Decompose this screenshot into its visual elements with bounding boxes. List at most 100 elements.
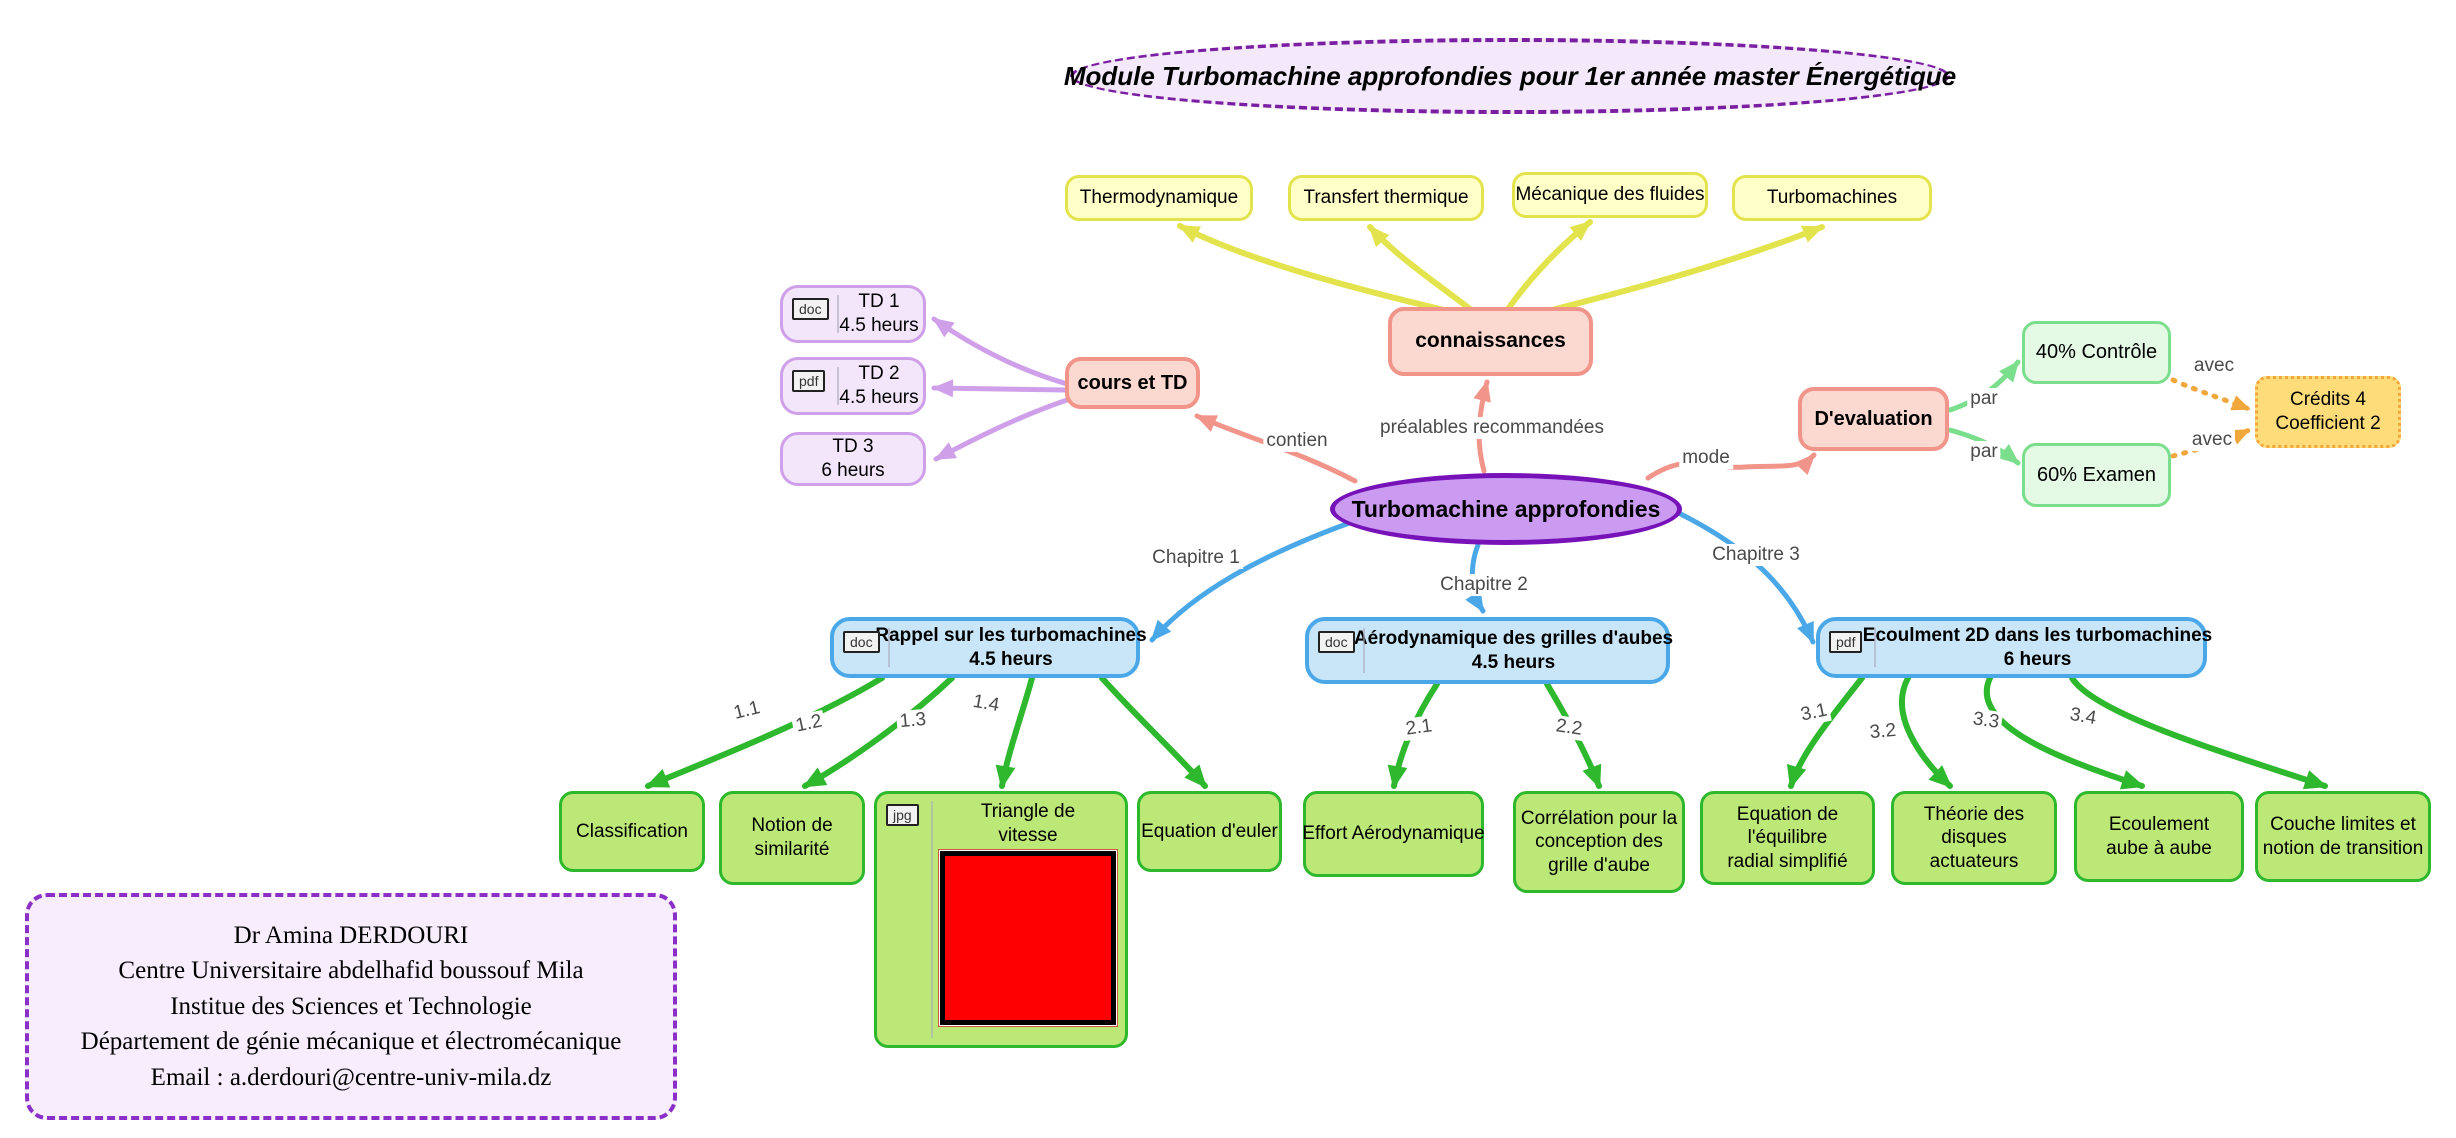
node-chapter2-aerodynamique[interactable]: doc Aérodynamique des grilles d'aubes 4.… bbox=[1305, 617, 1674, 684]
node-label: Transfert thermique bbox=[1303, 187, 1469, 209]
edge-label-avec-2: avec bbox=[2188, 429, 2236, 451]
edge-cours-td1 bbox=[931, 316, 1070, 387]
doc-file-icon: doc bbox=[792, 298, 829, 321]
badge-separator bbox=[837, 295, 839, 333]
node-label: 60% Examen bbox=[2037, 463, 2156, 486]
node-turbomachines[interactable]: Turbomachines bbox=[1732, 175, 1932, 221]
node-40-controle[interactable]: 40% Contrôle bbox=[2022, 321, 2171, 384]
node-label: Crédits 4 Coefficient 2 bbox=[2275, 389, 2381, 434]
edge-root-chapter3 bbox=[1659, 502, 1816, 645]
node-label: TD 2 4.5 heurs bbox=[839, 363, 919, 408]
edge-label-3-2: 3.2 bbox=[1865, 719, 1901, 745]
module-title-node[interactable]: Module Turbomachine approfondies pour 1e… bbox=[1064, 38, 1956, 114]
author-info-text: Dr Amina DERDOURI Centre Universitaire a… bbox=[80, 921, 622, 1091]
node-label: Equation de l'équilibre radial simplifié bbox=[1727, 803, 1848, 872]
edge-label-2-2: 2.2 bbox=[1551, 714, 1587, 742]
edge-label-contien: contien bbox=[1263, 430, 1331, 452]
node-label: TD 3 6 heurs bbox=[821, 436, 885, 481]
node-chapter3-ecoulment-2d[interactable]: pdf Ecoulment 2D dans les turbomachines … bbox=[1816, 617, 2212, 678]
edge-label-mode: mode bbox=[1679, 447, 1733, 469]
badge-separator bbox=[888, 628, 890, 667]
velocity-triangle-image[interactable] bbox=[940, 851, 1116, 1026]
edge-label-avec-1: avec bbox=[2190, 355, 2238, 377]
edge-cours-td3 bbox=[933, 397, 1070, 462]
badge-separator bbox=[931, 801, 933, 1038]
node-label: Turbomachine approfondies bbox=[1351, 495, 1661, 522]
badge-separator bbox=[1874, 628, 1876, 667]
edge-ch3-theorie bbox=[1899, 675, 1953, 789]
node-effort-aerodynamique[interactable]: Effort Aérodynamique bbox=[1302, 791, 1485, 877]
edge-connaissances-thermodynamique bbox=[1177, 223, 1455, 315]
edge-ch3-equilibre bbox=[1786, 675, 1865, 789]
node-classification[interactable]: Classification bbox=[559, 791, 705, 872]
edge-connaissances-transfert bbox=[1367, 224, 1473, 312]
edge-label-3-3: 3.3 bbox=[1968, 707, 2004, 735]
edge-label-par-1: par bbox=[1967, 388, 2001, 410]
edge-cours-td2 bbox=[931, 379, 1068, 398]
node-label: Ecoulment 2D dans les turbomachines 6 he… bbox=[1862, 624, 2213, 670]
node-credits-coefficient[interactable]: Crédits 4 Coefficient 2 bbox=[2255, 376, 2401, 448]
node-label: Equation d'euler bbox=[1141, 820, 1278, 842]
author-info-box: Dr Amina DERDOURI Centre Universitaire a… bbox=[25, 893, 677, 1120]
node-theorie-disques-actuateurs[interactable]: Théorie des disques actuateurs bbox=[1891, 791, 2057, 885]
node-thermodynamique[interactable]: Thermodynamique bbox=[1065, 175, 1253, 221]
node-ecoulement-aube-a-aube[interactable]: Ecoulement aube à aube bbox=[2074, 791, 2244, 882]
node-label: TD 1 4.5 heurs bbox=[839, 291, 919, 336]
node-correlation-conception[interactable]: Corrélation pour la conception des grill… bbox=[1513, 791, 1685, 893]
edge-connaissances-mecanique bbox=[1505, 219, 1593, 312]
doc-file-icon: doc bbox=[1318, 631, 1355, 654]
edge-ch3-couche bbox=[2069, 675, 2328, 790]
node-devaluation[interactable]: D'evaluation bbox=[1798, 387, 1949, 451]
edge-ch1-triangle bbox=[995, 675, 1035, 789]
node-label: Turbomachines bbox=[1766, 187, 1898, 209]
node-notion-de-similarite[interactable]: Notion de similarité bbox=[719, 791, 865, 885]
node-td-1[interactable]: doc TD 1 4.5 heurs bbox=[780, 285, 926, 343]
jpg-file-icon: jpg bbox=[886, 804, 919, 827]
badge-separator bbox=[837, 367, 839, 405]
edge-label-chapitre-2: Chapitre 2 bbox=[1437, 574, 1531, 596]
node-td-3[interactable]: TD 3 6 heurs bbox=[780, 432, 926, 486]
edge-root-devaluation bbox=[1645, 452, 1817, 481]
badge-separator bbox=[1363, 628, 1365, 673]
node-label: Classification bbox=[576, 820, 688, 842]
node-couche-limites[interactable]: Couche limites et notion de transition bbox=[2255, 791, 2431, 882]
edge-controle-credits bbox=[2170, 377, 2252, 412]
node-chapter1-rappel[interactable]: doc Rappel sur les turbomachines 4.5 heu… bbox=[830, 617, 1147, 678]
edge-label-2-1: 2.1 bbox=[1401, 714, 1437, 742]
node-root-turbomachine-approfondies[interactable]: Turbomachine approfondies bbox=[1330, 473, 1682, 545]
node-label: connaissances bbox=[1415, 329, 1566, 353]
node-60-examen[interactable]: 60% Examen bbox=[2022, 443, 2171, 507]
pdf-file-icon: pdf bbox=[792, 370, 826, 393]
edge-label-chapitre-1: Chapitre 1 bbox=[1149, 547, 1243, 569]
node-mecanique-des-fluides[interactable]: Mécanique des fluides bbox=[1512, 172, 1708, 218]
node-transfert-thermique[interactable]: Transfert thermique bbox=[1288, 175, 1484, 221]
node-label: Corrélation pour la conception des grill… bbox=[1520, 807, 1678, 876]
node-label: Effort Aérodynamique bbox=[1302, 823, 1485, 845]
node-connaissances[interactable]: connaissances bbox=[1388, 307, 1593, 376]
module-title-label: Module Turbomachine approfondies pour 1e… bbox=[1063, 60, 1957, 91]
node-label: Couche limites et notion de transition bbox=[2262, 813, 2424, 859]
edge-ch1-notion bbox=[802, 675, 955, 789]
node-cours-et-td[interactable]: cours et TD bbox=[1065, 357, 1200, 409]
node-label: Mécanique des fluides bbox=[1515, 184, 1705, 206]
edge-label-1-3: 1.3 bbox=[895, 708, 931, 734]
edge-label-prealables: préalables recommandées bbox=[1377, 417, 1607, 439]
node-label: 40% Contrôle bbox=[2035, 341, 2158, 364]
node-td-2[interactable]: pdf TD 2 4.5 heurs bbox=[780, 357, 926, 415]
node-label: D'evaluation bbox=[1814, 407, 1933, 430]
edge-ch3-aube bbox=[1983, 675, 2145, 790]
node-label: Thermodynamique bbox=[1079, 187, 1239, 209]
edge-connaissances-turbomachines bbox=[1537, 224, 1825, 316]
edge-ch1-euler bbox=[1099, 675, 1208, 789]
edge-label-par-2: par bbox=[1967, 441, 2001, 463]
node-label: Aérodynamique des grilles d'aubes 4.5 he… bbox=[1353, 627, 1674, 673]
node-label: Ecoulement aube à aube bbox=[2106, 813, 2212, 859]
node-triangle-de-vitesse[interactable]: jpg Triangle de vitesse bbox=[874, 791, 1128, 1048]
node-equation-equilibre-radial[interactable]: Equation de l'équilibre radial simplifié bbox=[1700, 791, 1875, 885]
node-label: Triangle de vitesse bbox=[980, 801, 1076, 846]
node-equation-euler[interactable]: Equation d'euler bbox=[1137, 791, 1282, 872]
edge-label-chapitre-3: Chapitre 3 bbox=[1709, 544, 1803, 566]
node-label: Notion de similarité bbox=[751, 815, 833, 860]
